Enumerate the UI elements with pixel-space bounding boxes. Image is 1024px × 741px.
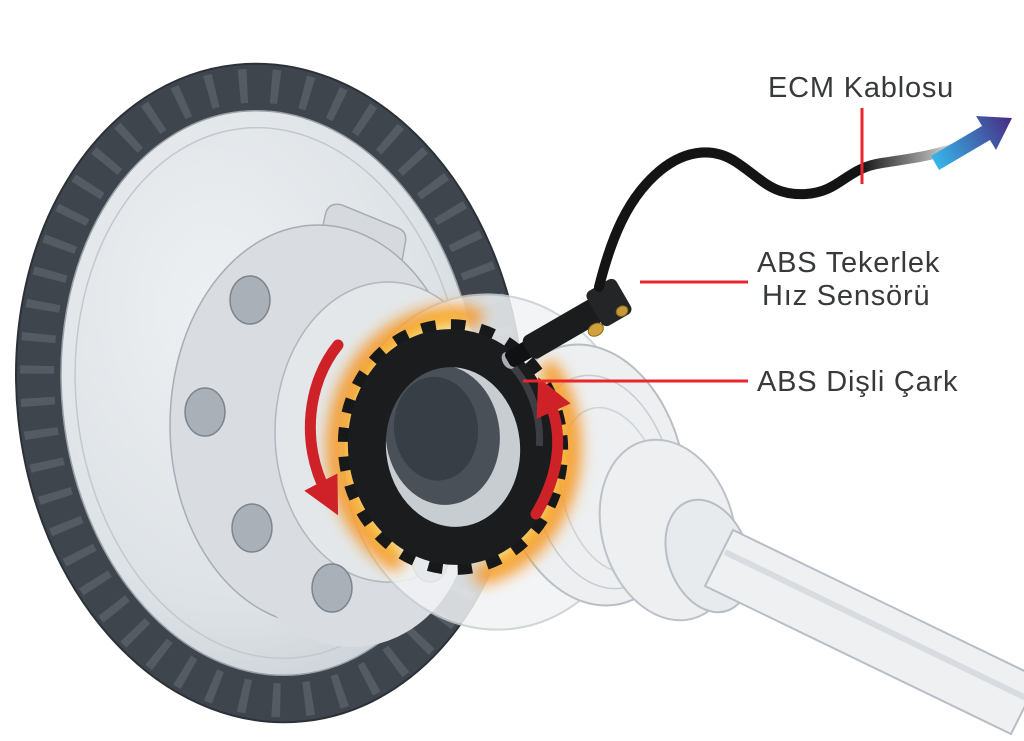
sensor-body: [522, 298, 605, 359]
bolt-hole: [229, 275, 271, 325]
label-sensor-line1: ABS Tekerlek: [757, 247, 940, 279]
bolt-hole: [231, 503, 273, 553]
axle-shaft: [703, 528, 1024, 736]
rotation-arrow-left: [304, 339, 344, 516]
sensor-gold-fitting-2: [615, 305, 629, 317]
sensor-gold-fitting: [587, 322, 604, 337]
ecm-cable: [594, 142, 963, 292]
flow-arrow: [931, 116, 1012, 170]
label-sensor-line2: Hız Sensörü: [762, 280, 930, 312]
glow-left-arc: [325, 305, 483, 571]
tone-ring-bore-deep: [393, 376, 479, 481]
label-tone-ring: ABS Dişli Çark: [757, 366, 958, 398]
bolt-hole: [184, 387, 226, 437]
axle-shaft-highlight: [723, 549, 1024, 701]
label-ecm-cable: ECM Kablosu: [768, 72, 954, 104]
tone-ring-highlight: [509, 363, 544, 447]
rotation-arrow-right: [530, 377, 571, 520]
abs-tone-ring: [337, 319, 569, 575]
bolt-hole: [311, 563, 353, 613]
